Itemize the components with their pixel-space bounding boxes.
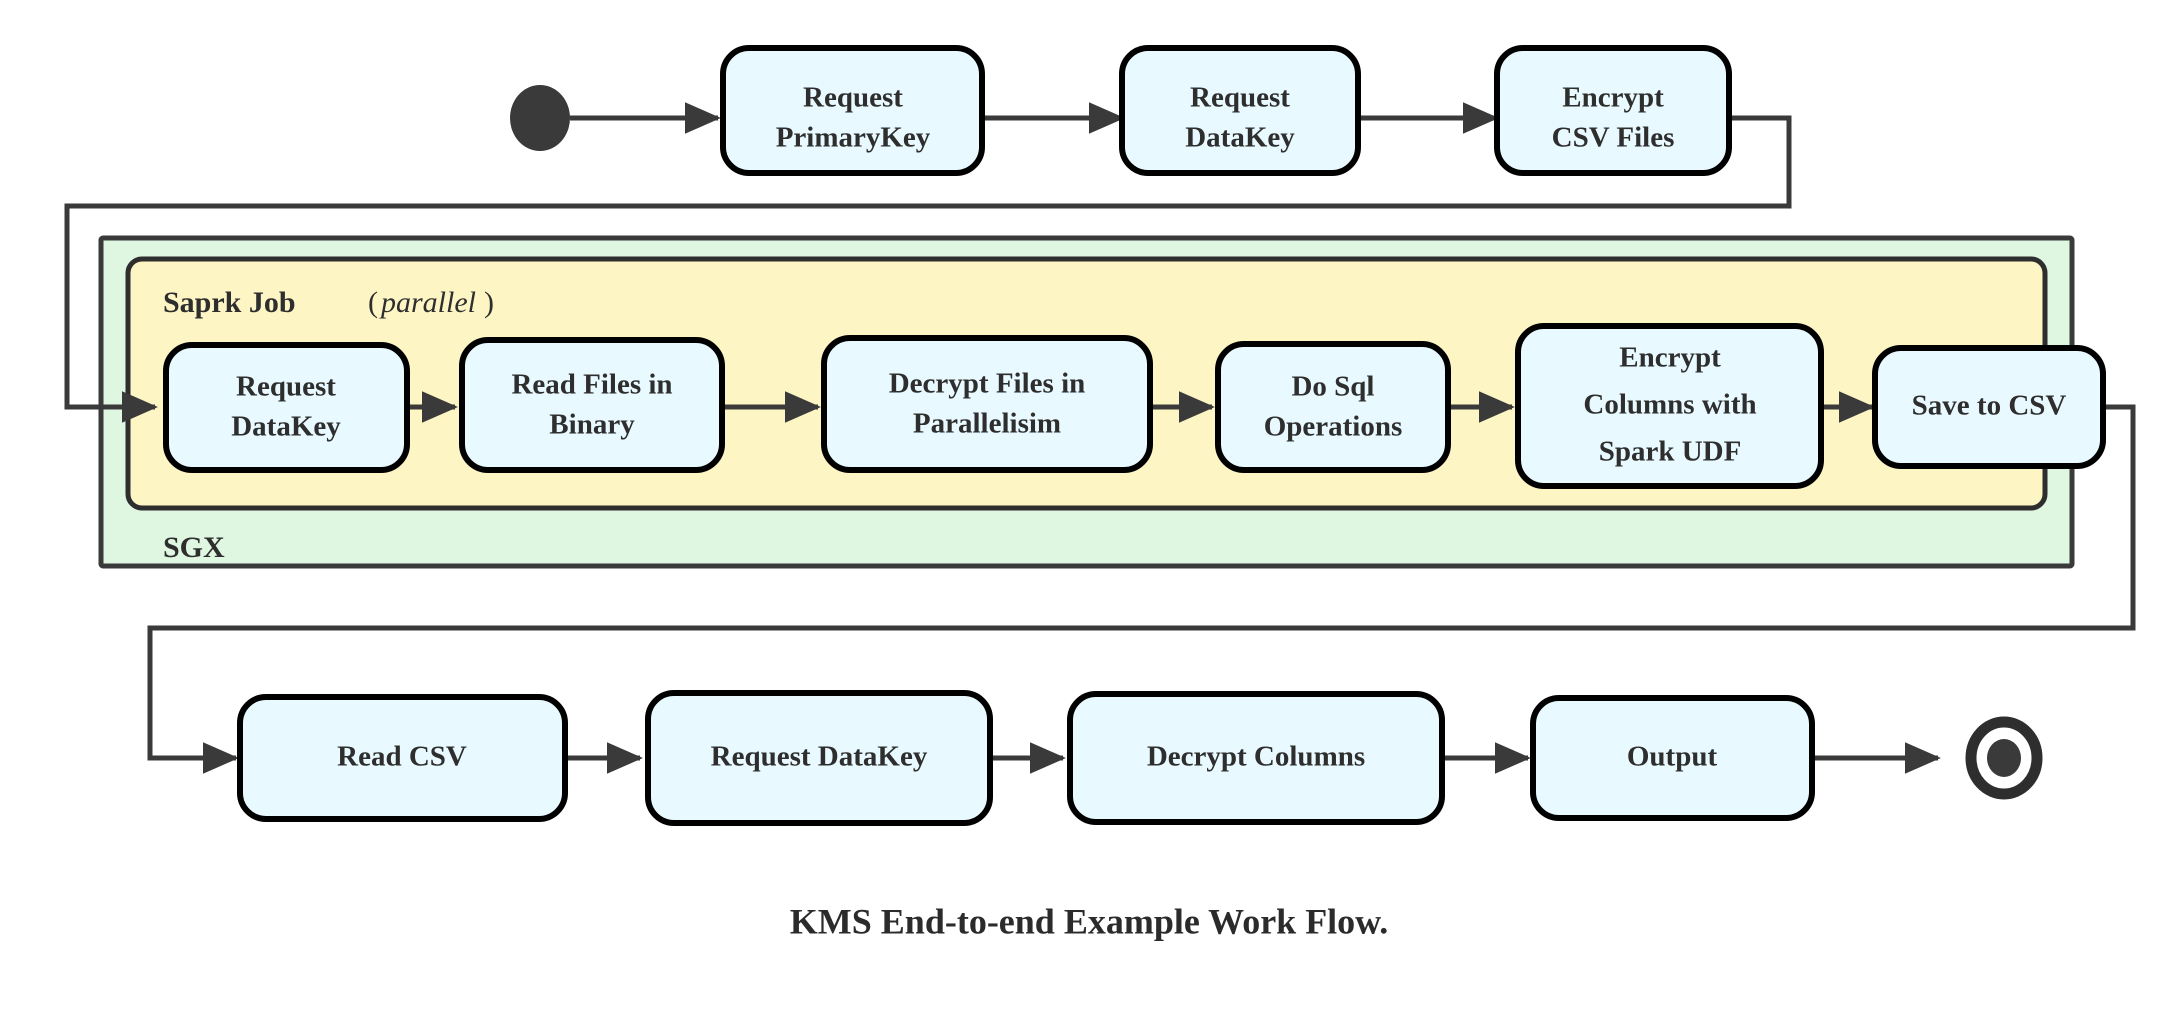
node-request-datakey-top-line-0: Request	[1190, 82, 1290, 114]
node-request-datakey-top-line-1: DataKey	[1185, 122, 1295, 154]
sgx-group-label: SGX	[163, 531, 225, 564]
node-encrypt-csv-files-line-0: Encrypt	[1562, 82, 1664, 114]
node-encrypt-columns-with-spark-udf[interactable]: Encrypt Columns with Spark UDF	[1515, 323, 1824, 489]
edge-encrypt-csv-to-spark-request-datakey	[64, 115, 1792, 423]
node-encrypt-columns-line-1: Columns with	[1583, 389, 1756, 421]
spark-job-paren-open: (	[368, 286, 378, 319]
spark-job-group-label: Saprk Job	[163, 286, 296, 319]
node-read-files-in-binary[interactable]: Read Files in Binary	[459, 337, 725, 473]
node-request-datakey-top[interactable]: Request DataKey	[1119, 45, 1361, 176]
node-output[interactable]: Output	[1530, 695, 1815, 821]
node-request-primarykey-line-0: Request	[803, 82, 903, 114]
node-encrypt-columns-line-2: Spark UDF	[1599, 436, 1742, 468]
node-read-files-in-binary-line-0: Read Files in	[511, 369, 672, 401]
spark-job-parallel-label: parallel	[379, 286, 476, 319]
node-request-datakey-spark[interactable]: Request DataKey	[163, 342, 410, 473]
node-do-sql-operations-line-1: Operations	[1264, 411, 1403, 443]
node-do-sql-operations[interactable]: Do Sql Operations	[1215, 341, 1451, 473]
node-request-datakey-spark-line-1: DataKey	[231, 411, 341, 443]
node-save-to-csv-label: Save to CSV	[1912, 390, 2067, 422]
node-save-to-csv[interactable]: Save to CSV	[1872, 345, 2106, 469]
edge-save-csv-to-read-csv	[147, 404, 2136, 774]
node-decrypt-columns[interactable]: Decrypt Columns	[1067, 691, 1445, 825]
node-do-sql-operations-line-0: Do Sql	[1291, 371, 1374, 403]
node-decrypt-files-in-parallelisim[interactable]: Decrypt Files in Parallelisim	[821, 335, 1153, 473]
node-request-primarykey[interactable]: Request PrimaryKey	[720, 45, 985, 176]
node-output-label: Output	[1627, 741, 1718, 773]
spark-job-paren-close: )	[484, 286, 494, 319]
node-decrypt-columns-label: Decrypt Columns	[1147, 741, 1365, 773]
end-node	[1965, 716, 2043, 800]
node-decrypt-files-line-0: Decrypt Files in	[889, 368, 1086, 400]
node-read-csv[interactable]: Read CSV	[237, 694, 568, 822]
connector-layer	[64, 102, 2136, 774]
node-encrypt-csv-files-line-1: CSV Files	[1552, 122, 1675, 154]
node-encrypt-csv-files[interactable]: Encrypt CSV Files	[1494, 45, 1732, 176]
start-node	[510, 85, 570, 151]
diagram-caption: KMS End-to-end Example Work Flow.	[790, 901, 1388, 941]
node-request-datakey-spark-line-0: Request	[236, 371, 336, 403]
node-read-files-in-binary-line-1: Binary	[549, 409, 635, 441]
node-read-csv-label: Read CSV	[337, 741, 467, 773]
node-request-primarykey-line-1: PrimaryKey	[776, 122, 931, 154]
node-encrypt-columns-line-0: Encrypt	[1619, 342, 1721, 374]
node-request-datakey-bottom[interactable]: Request DataKey	[645, 690, 993, 826]
node-decrypt-files-line-1: Parallelisim	[913, 408, 1061, 440]
node-request-datakey-bottom-label: Request DataKey	[711, 741, 928, 773]
